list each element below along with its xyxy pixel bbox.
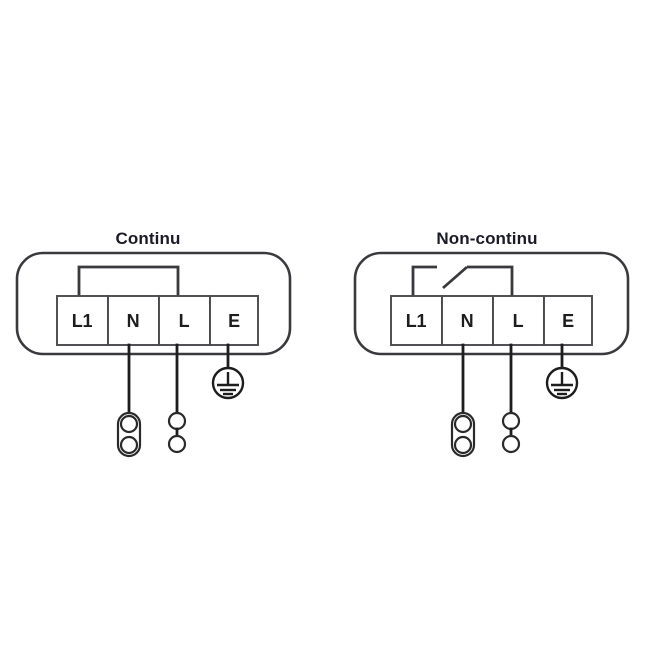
- ring-bottom-live-right: [501, 434, 521, 454]
- terminal-block-right: L1 N L E: [390, 295, 593, 346]
- connector-rings-live-left: [167, 411, 187, 454]
- diagram-title-non-continu: Non-continu: [436, 229, 537, 248]
- ring-bottom-live-left: [167, 434, 187, 454]
- terminal-cell-l1-left: [56, 295, 109, 346]
- terminal-label-e-right: E: [562, 311, 574, 331]
- capsule-ring-bottom-neutral-right: [453, 435, 473, 455]
- diagram-title-continu: Continu: [116, 229, 181, 248]
- terminal-cell-n-left: [107, 295, 160, 346]
- terminal-cell-e-left: [209, 295, 259, 346]
- terminal-label-l-left: L: [179, 311, 190, 331]
- terminal-cell-l-left: [158, 295, 211, 346]
- connector-rings-live-right: [501, 411, 521, 454]
- switch-blade: [442, 265, 468, 290]
- earth-ground-symbol-left: [211, 366, 245, 400]
- connector-capsule-neutral-right: [450, 411, 476, 458]
- capsule-ring-bottom-neutral-left: [119, 435, 139, 455]
- terminal-cell-n-right: [441, 295, 494, 346]
- terminal-label-n-right: N: [461, 311, 474, 331]
- ring-top-live-left: [167, 411, 187, 431]
- terminal-block-left: L1 N L E: [56, 295, 259, 346]
- terminal-label-l-right: L: [513, 311, 524, 331]
- terminal-label-l1-left: L1: [72, 311, 93, 331]
- diagram-continu: Continu L1 N L E: [15, 229, 292, 458]
- terminal-label-e-left: E: [228, 311, 240, 331]
- connector-capsule-neutral-left: [116, 411, 142, 458]
- capsule-ring-top-neutral-left: [119, 414, 139, 434]
- terminal-cell-e-right: [543, 295, 593, 346]
- diagram-non-continu: Non-continu L1 N L E: [353, 229, 630, 458]
- switch-right-contact: [467, 265, 514, 297]
- capsule-ring-top-neutral-right: [453, 414, 473, 434]
- jumper-link-continuous: [77, 265, 180, 297]
- terminal-label-n-left: N: [127, 311, 140, 331]
- ring-top-live-right: [501, 411, 521, 431]
- terminal-label-l1-right: L1: [406, 311, 427, 331]
- switch-left-contact: [411, 265, 437, 297]
- earth-ground-symbol-right: [545, 366, 579, 400]
